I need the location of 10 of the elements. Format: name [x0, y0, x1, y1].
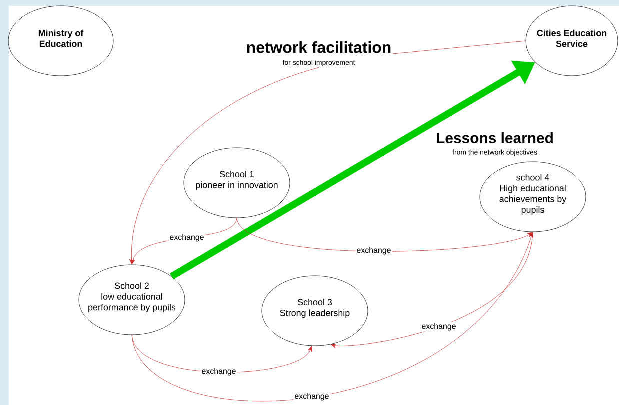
ellipse-node: School 2 low educational performance by pupils: [78, 264, 186, 336]
ellipse-node: School 1 pioneer in innovation: [184, 148, 290, 218]
ellipse-node: Ministry of Education: [8, 6, 114, 76]
arrow: [331, 232, 534, 348]
ellipse-node: Cities Education Service: [526, 6, 618, 76]
arrow: [132, 232, 534, 402]
ellipse-node: School 3 Strong leadership: [262, 276, 368, 346]
arrow: [130, 67, 320, 264]
ellipse-node: school 4 High educational achievements by pupils: [480, 162, 586, 232]
title-text: Lessons learned: [437, 132, 553, 144]
